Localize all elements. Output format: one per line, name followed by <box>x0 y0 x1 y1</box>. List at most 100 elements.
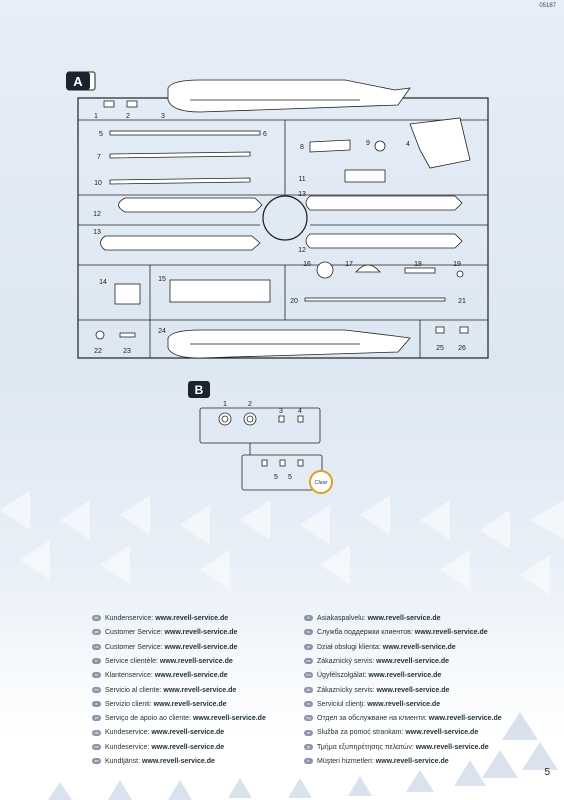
service-row: us Customer Service: www.revell-service.d… <box>92 644 237 651</box>
part-label: 5 <box>99 131 103 138</box>
part-label: 5 <box>288 474 292 481</box>
language-flag-icon: tr <box>304 758 313 765</box>
service-url-link[interactable]: www.revell-service.de <box>415 743 489 751</box>
sprue-a-label: A <box>73 74 83 89</box>
language-flag-icon: fi <box>304 615 313 622</box>
service-url-link[interactable]: www.revell-service.de <box>367 700 441 708</box>
language-flag-icon: hr <box>304 729 313 736</box>
part-label: 15 <box>158 276 166 283</box>
service-row: hu Ügyfélszolgálat: www.revell-service.de <box>304 672 441 679</box>
part-label: 25 <box>436 345 444 352</box>
service-url-link[interactable]: www.revell-service.de <box>153 700 227 708</box>
service-url-link[interactable]: www.revell-service.de <box>376 686 450 694</box>
service-row: de Kundenservice: www.revell-service.de <box>92 615 228 622</box>
service-label: Customer Service: <box>105 629 163 637</box>
service-url-link[interactable]: www.revell-service.de <box>154 672 228 680</box>
service-url-link[interactable]: www.revell-service.de <box>141 758 215 765</box>
service-label: Dział obsługi klienta: <box>317 643 381 651</box>
language-flag-icon: es <box>92 686 101 693</box>
language-flag-icon: dk <box>92 729 101 736</box>
language-flag-icon: de <box>92 615 101 622</box>
service-url-link[interactable]: www.revell-service.de <box>405 729 479 737</box>
service-label: Klantenservice: <box>105 672 153 680</box>
service-label: Kundeservice: <box>105 743 150 751</box>
service-label: Müşteri hizmetleri: <box>317 758 374 765</box>
service-url-link[interactable]: www.revell-service.de <box>368 672 442 680</box>
service-label: Kundeservice: <box>105 729 150 737</box>
part-label: 24 <box>158 328 166 335</box>
language-flag-icon: us <box>92 643 101 650</box>
part-label: 14 <box>99 279 107 286</box>
part-label: 4 <box>298 408 302 415</box>
part-label: 13 <box>93 229 101 236</box>
part-label: 16 <box>303 261 311 268</box>
language-flag-icon: gb <box>92 629 101 636</box>
service-row: tr Müşteri hizmetleri: www.revell-service… <box>304 758 449 765</box>
part-label: 12 <box>93 211 101 218</box>
service-url-link[interactable]: www.revell-service.de <box>367 615 441 622</box>
service-label: Customer Service: <box>105 643 163 651</box>
service-label: Servizio clienti: <box>105 700 152 708</box>
part-label: 23 <box>123 348 131 355</box>
service-row: se Kundtjänst: www.revell-service.de <box>92 758 215 765</box>
language-flag-icon: cz <box>304 658 313 665</box>
service-row: it Servizio clienti: www.revell-service.d… <box>92 701 227 708</box>
service-url-link[interactable]: www.revell-service.de <box>163 686 237 694</box>
service-url-link[interactable]: www.revell-service.de <box>159 657 233 665</box>
service-url-link[interactable]: www.revell-service.de <box>164 643 238 651</box>
part-label: 13 <box>298 191 306 198</box>
part-label: 1 <box>94 113 98 120</box>
service-label: Ügyfélszolgálat: <box>317 672 367 680</box>
service-url-link[interactable]: www.revell-service.de <box>375 758 449 765</box>
part-label: 19 <box>453 261 461 268</box>
service-url-link[interactable]: www.revell-service.de <box>376 657 450 665</box>
service-url-link[interactable]: www.revell-service.de <box>428 715 502 723</box>
part-label: 26 <box>458 345 466 352</box>
service-label: Kundtjänst: <box>105 758 141 765</box>
document-code: 05187 <box>539 3 556 9</box>
page-number: 5 <box>544 767 550 778</box>
part-label: 1 <box>223 401 227 408</box>
service-url-link[interactable]: www.revell-service.de <box>151 743 225 751</box>
part-label: 3 <box>279 408 283 415</box>
part-label: 12 <box>298 247 306 254</box>
language-flag-icon: nl <box>92 672 101 679</box>
service-row: hr Služba za pomoć strankam: www.revell-s… <box>304 729 478 736</box>
service-row: gb Customer Service: www.revell-service.d… <box>92 629 237 636</box>
service-url-link[interactable]: www.revell-service.de <box>414 629 488 637</box>
service-url-link[interactable]: www.revell-service.de <box>382 643 456 651</box>
language-flag-icon: ru <box>304 629 313 636</box>
part-label: 6 <box>263 131 267 138</box>
service-label: Zákaznícky servis: <box>317 686 375 694</box>
service-row: dk Kundeservice: www.revell-service.de <box>92 729 224 736</box>
service-label: Kundenservice: <box>105 615 154 622</box>
service-label: Služba za pomoć strankam: <box>317 729 404 737</box>
part-label: 11 <box>298 176 305 183</box>
part-label: 22 <box>94 348 102 355</box>
service-row: gr Τμήμα εξυπηρέτησης πελατών: www.revell… <box>304 744 489 751</box>
language-flag-icon: gr <box>304 743 313 750</box>
service-url-link[interactable]: www.revell-service.de <box>164 629 238 637</box>
language-flag-icon: pt <box>92 715 101 722</box>
part-label: 4 <box>406 141 410 148</box>
clear-badge: Clear <box>314 480 328 486</box>
part-label: 21 <box>458 298 466 305</box>
language-flag-icon: se <box>92 758 101 765</box>
language-flag-icon: it <box>92 700 101 707</box>
service-url-link[interactable]: www.revell-service.de <box>151 729 225 737</box>
service-url-link[interactable]: www.revell-service.de <box>192 715 266 723</box>
service-label: Service clientèle: <box>105 657 158 665</box>
service-label: Τμήμα εξυπηρέτησης πελατών: <box>317 743 414 751</box>
part-label: 2 <box>248 401 252 408</box>
service-url-link[interactable]: www.revell-service.de <box>155 615 229 622</box>
service-label: Serviço de apoio ao cliente: <box>105 715 191 723</box>
language-flag-icon: hu <box>304 672 313 679</box>
